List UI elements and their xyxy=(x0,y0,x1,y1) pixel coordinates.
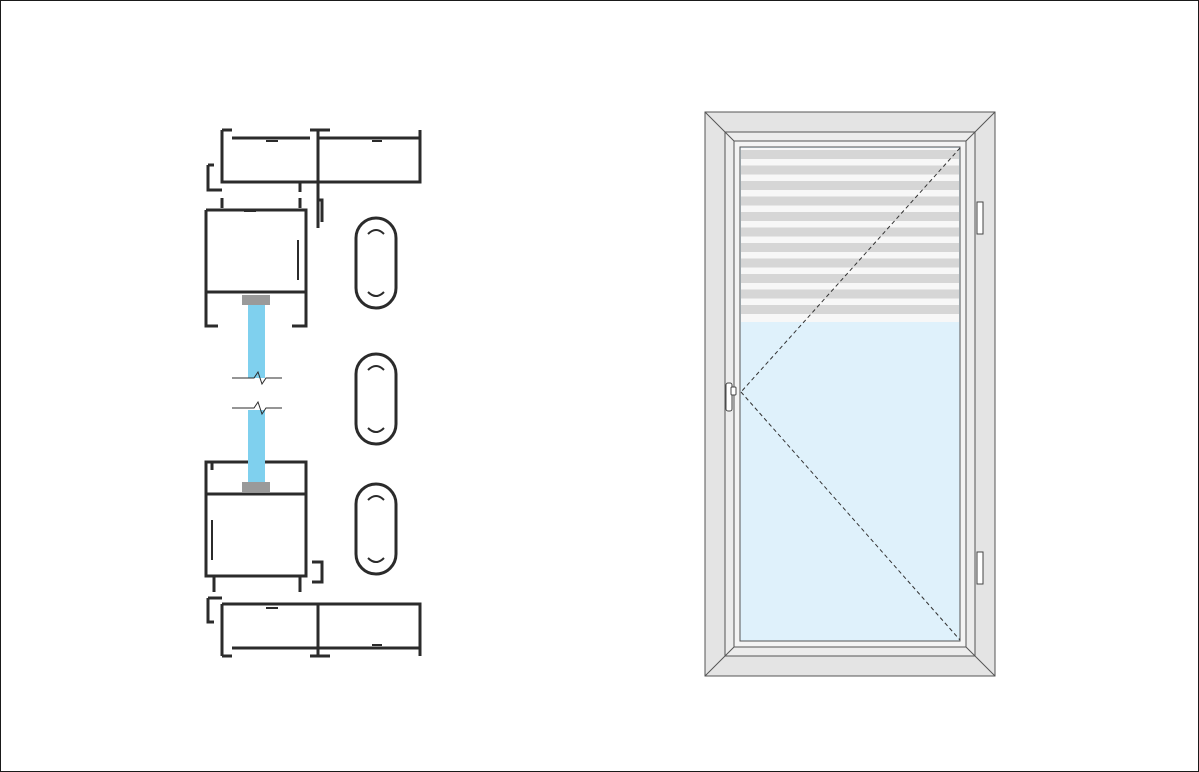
blind-slats xyxy=(741,150,959,314)
sash-profile-lower xyxy=(204,460,324,592)
blind-slat xyxy=(741,181,959,190)
spacer-profile-1 xyxy=(354,216,398,310)
outer-frame-profile-bottom xyxy=(206,596,422,658)
hinge-top xyxy=(976,201,984,235)
blind-slat xyxy=(741,150,959,159)
blind-slat xyxy=(741,289,959,299)
hinges xyxy=(976,201,984,585)
glazing-gasket-top xyxy=(242,295,270,305)
blind-slat xyxy=(741,258,959,268)
blind-slat xyxy=(741,227,959,237)
blind-slat xyxy=(741,165,959,175)
spacer-profile-3 xyxy=(354,482,398,576)
hinge-bottom xyxy=(976,551,984,585)
blind-slat xyxy=(741,274,959,283)
opening-direction-lines xyxy=(740,147,961,641)
window-elevation xyxy=(704,111,996,677)
break-line-top xyxy=(232,370,282,386)
glass-lower xyxy=(248,410,265,482)
glass-pane-section xyxy=(232,295,282,492)
window-handle xyxy=(725,382,737,412)
sash-profile-upper xyxy=(204,198,308,328)
frame-miter-lines xyxy=(704,111,996,677)
spacer-profiles xyxy=(354,216,398,576)
blind-slat xyxy=(741,196,959,206)
sash-miter-lines xyxy=(724,131,976,657)
blind-slat xyxy=(741,243,959,252)
break-line-bottom xyxy=(232,400,282,416)
spacer-profile-2 xyxy=(354,352,398,446)
outer-frame-profile-top xyxy=(206,128,422,228)
blind-slat xyxy=(741,212,959,221)
profile-cross-section xyxy=(204,128,422,658)
glazing-gasket-bottom xyxy=(242,482,270,492)
glass-upper xyxy=(248,305,265,378)
blind-slat xyxy=(741,305,959,314)
